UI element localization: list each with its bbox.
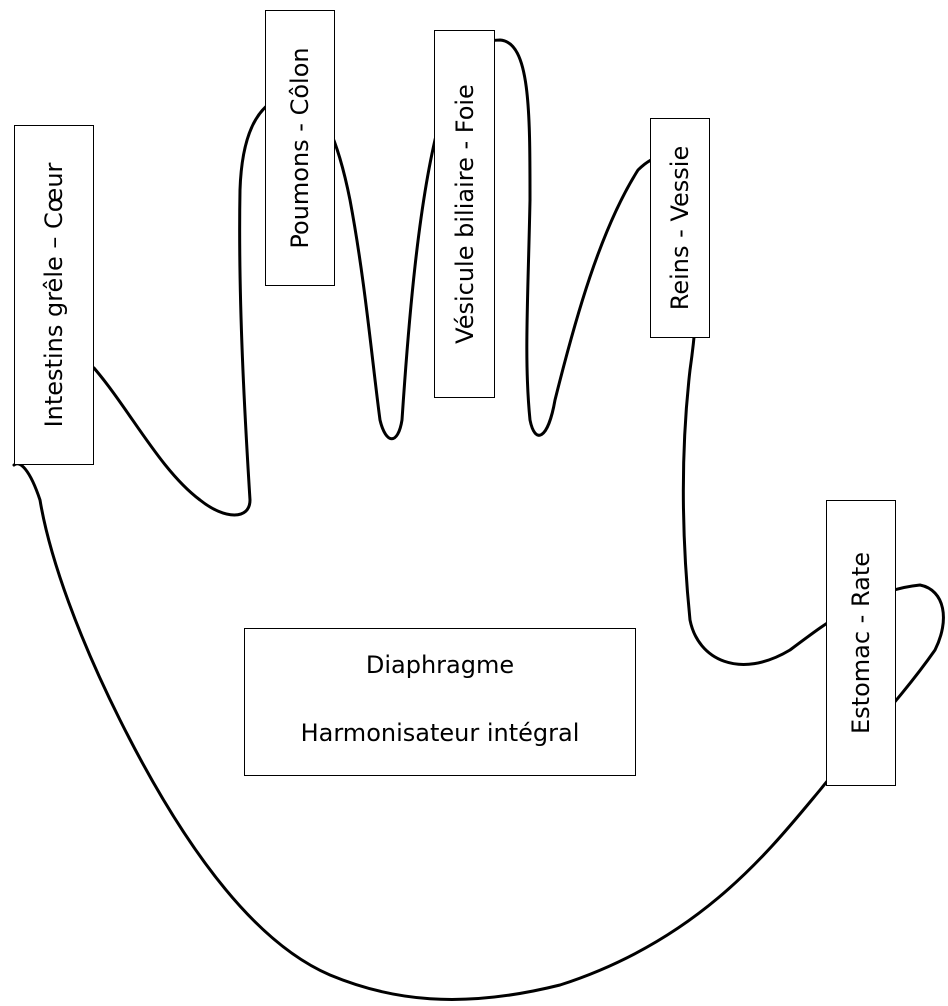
- ring-finger-label: Reins - Vessie: [666, 145, 694, 311]
- palm-label-harmonisateur: Harmonisateur intégral: [300, 719, 580, 747]
- middle-finger-label: Vésicule biliaire - Foie: [450, 84, 479, 344]
- thumb-label: Intestins grêle – Cœur: [40, 162, 68, 428]
- index-finger-label-box: Poumons - Côlon: [265, 10, 335, 286]
- middle-finger-label-box: Vésicule biliaire - Foie: [434, 30, 495, 398]
- palm-label-box: Diaphragme Harmonisateur intégral: [244, 628, 636, 776]
- palm-label-diaphragme: Diaphragme: [365, 651, 515, 679]
- thumb-label-box: Intestins grêle – Cœur: [14, 125, 94, 465]
- index-finger-label: Poumons - Côlon: [286, 47, 314, 249]
- little-finger-label: Estomac - Rate: [847, 552, 875, 734]
- ring-finger-label-box: Reins - Vessie: [650, 118, 710, 338]
- little-finger-label-box: Estomac - Rate: [826, 500, 896, 786]
